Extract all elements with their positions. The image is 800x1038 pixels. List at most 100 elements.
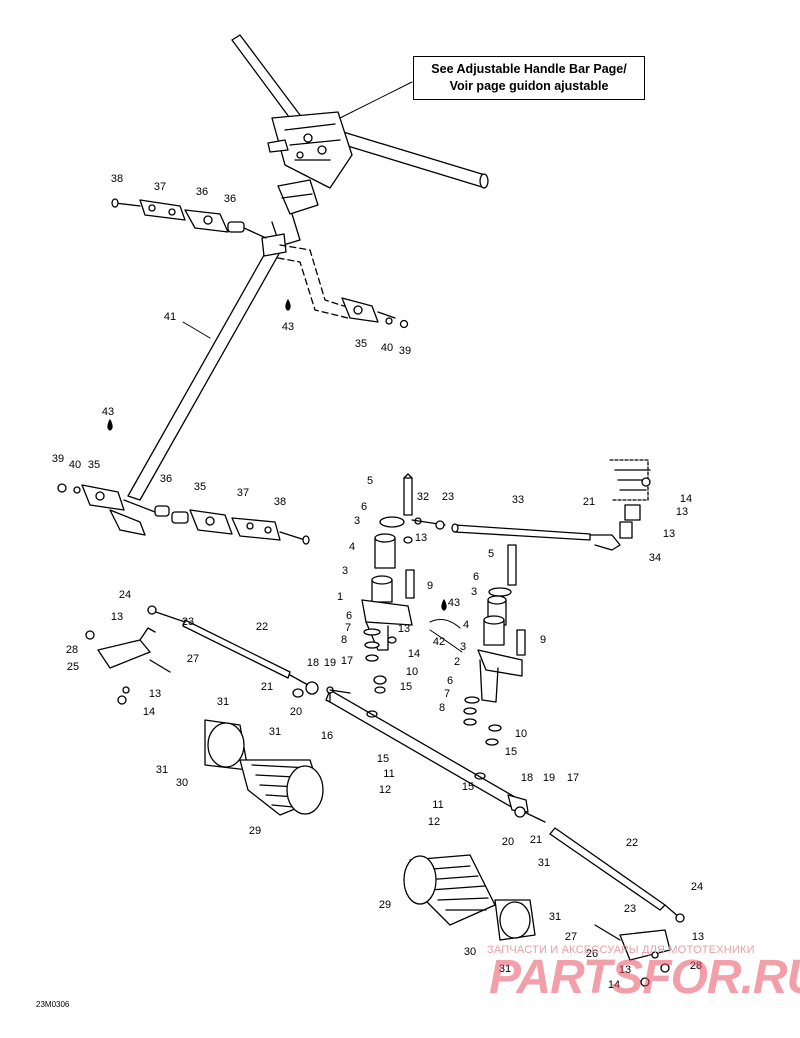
callout-c33: 33: [512, 494, 524, 506]
callout-c18a: 18: [307, 657, 319, 669]
callout-c25: 25: [67, 661, 79, 673]
right-spindle-lower: [594, 924, 671, 987]
tie-rod-right: [514, 806, 685, 923]
note-line-2: Voir page guidon ajustable: [449, 79, 609, 93]
callout-c41: 41: [164, 311, 176, 323]
callout-c40b: 40: [69, 459, 81, 471]
callout-c21c: 21: [530, 834, 542, 846]
upper-left-linkage: [111, 198, 267, 239]
callout-c21b: 21: [261, 681, 273, 693]
callout-c31f: 31: [499, 963, 511, 975]
callout-c5b: 5: [488, 548, 494, 560]
callout-c43c: 43: [448, 597, 460, 609]
callout-c39a: 39: [399, 345, 411, 357]
left-bolt-stack: [361, 473, 415, 694]
callout-c28a: 28: [66, 644, 78, 656]
callout-c27a: 27: [187, 653, 199, 665]
callout-c31a: 31: [217, 696, 229, 708]
callout-c12a: 12: [379, 784, 391, 796]
callout-c2: 2: [454, 656, 460, 668]
figure-code: 23M0306: [36, 1000, 70, 1009]
callout-c36c: 36: [160, 473, 172, 485]
right-boot: [403, 854, 536, 941]
callout-c7b: 7: [444, 688, 450, 700]
callout-c21a: 21: [583, 496, 595, 508]
note-line-1: See Adjustable Handle Bar Page/: [431, 62, 627, 76]
callout-c23c: 23: [624, 903, 636, 915]
callout-c13d: 13: [111, 611, 123, 623]
callout-c30b: 30: [464, 946, 476, 958]
callout-c32: 32: [417, 491, 429, 503]
callout-c23a: 23: [442, 491, 454, 503]
callout-c20b: 20: [502, 836, 514, 848]
callout-c7a: 7: [345, 622, 351, 634]
tie-rod-upper: [411, 517, 621, 551]
callout-c17b: 17: [567, 772, 579, 784]
callout-c12b: 12: [428, 816, 440, 828]
callout-c4b: 4: [463, 619, 469, 631]
callout-c23b: 23: [182, 616, 194, 628]
callout-c34: 34: [649, 552, 661, 564]
callout-c36a: 36: [196, 186, 208, 198]
callout-c43b: 43: [102, 406, 114, 418]
callout-c19a: 19: [324, 657, 336, 669]
callout-c8b: 8: [439, 702, 445, 714]
tie-rod-left: [147, 605, 351, 698]
callout-c36b: 36: [224, 193, 236, 205]
callout-c20a: 20: [290, 706, 302, 718]
callout-c28b: 28: [690, 960, 702, 972]
callout-c6d: 6: [447, 675, 453, 687]
callout-c11a: 11: [383, 768, 394, 780]
callout-c13h: 13: [619, 964, 631, 976]
callout-c38b: 38: [274, 496, 286, 508]
callout-c6a: 6: [361, 501, 367, 513]
callout-c37a: 37: [154, 181, 166, 193]
callout-c37b: 37: [237, 487, 249, 499]
left-spindle: [85, 627, 171, 705]
callout-c15b: 15: [505, 746, 517, 758]
callout-c31b: 31: [269, 726, 281, 738]
callout-c3d: 3: [460, 641, 466, 653]
watermark-tagline: ЗАПЧАСТИ И АКСЕССУАРЫ ДЛЯ МОТОТЕХНИКИ: [487, 944, 755, 956]
callout-c10b: 10: [515, 728, 527, 740]
callout-c24b: 24: [691, 881, 703, 893]
callout-c17a: 17: [341, 655, 353, 667]
callout-c35c: 35: [194, 481, 206, 493]
callout-c5a: 5: [367, 475, 373, 487]
callout-c4a: 4: [349, 541, 355, 553]
callout-c43a: 43: [282, 321, 294, 333]
callout-c30a: 30: [176, 777, 188, 789]
callout-c13e: 13: [398, 623, 410, 635]
left-boot: [204, 719, 324, 816]
callout-c24a: 24: [119, 589, 131, 601]
callout-c8a: 8: [341, 634, 347, 646]
upper-right-link: [341, 297, 409, 329]
callout-c31e: 31: [549, 911, 561, 923]
callout-c27b: 27: [565, 931, 577, 943]
upper-arm: [277, 244, 351, 319]
steering-column: [127, 233, 287, 501]
callout-c15a: 15: [400, 681, 412, 693]
callout-c3b: 3: [342, 565, 348, 577]
watermark-logo: PARTSFOR.RU: [489, 951, 800, 1004]
callout-c13b: 13: [663, 528, 675, 540]
callout-c29a: 29: [249, 825, 261, 837]
callout-c13f: 13: [149, 688, 161, 700]
callout-c22a: 22: [256, 621, 268, 633]
callout-c11b: 11: [432, 799, 443, 811]
right-spindle-upper: [609, 459, 651, 539]
center-crossbar: [325, 689, 529, 813]
callout-c29b: 29: [379, 899, 391, 911]
callout-c15c: 15: [377, 753, 389, 765]
callout-c35a: 35: [355, 338, 367, 350]
callout-c1: 1: [337, 591, 343, 603]
callout-c14d: 14: [608, 979, 620, 991]
lower-left-linkage: [57, 483, 310, 545]
callout-c18b: 18: [521, 772, 533, 784]
callout-c31c: 31: [156, 764, 168, 776]
callout-c9b: 9: [540, 634, 546, 646]
callout-c31d: 31: [538, 857, 550, 869]
callout-c14b: 14: [408, 648, 420, 660]
